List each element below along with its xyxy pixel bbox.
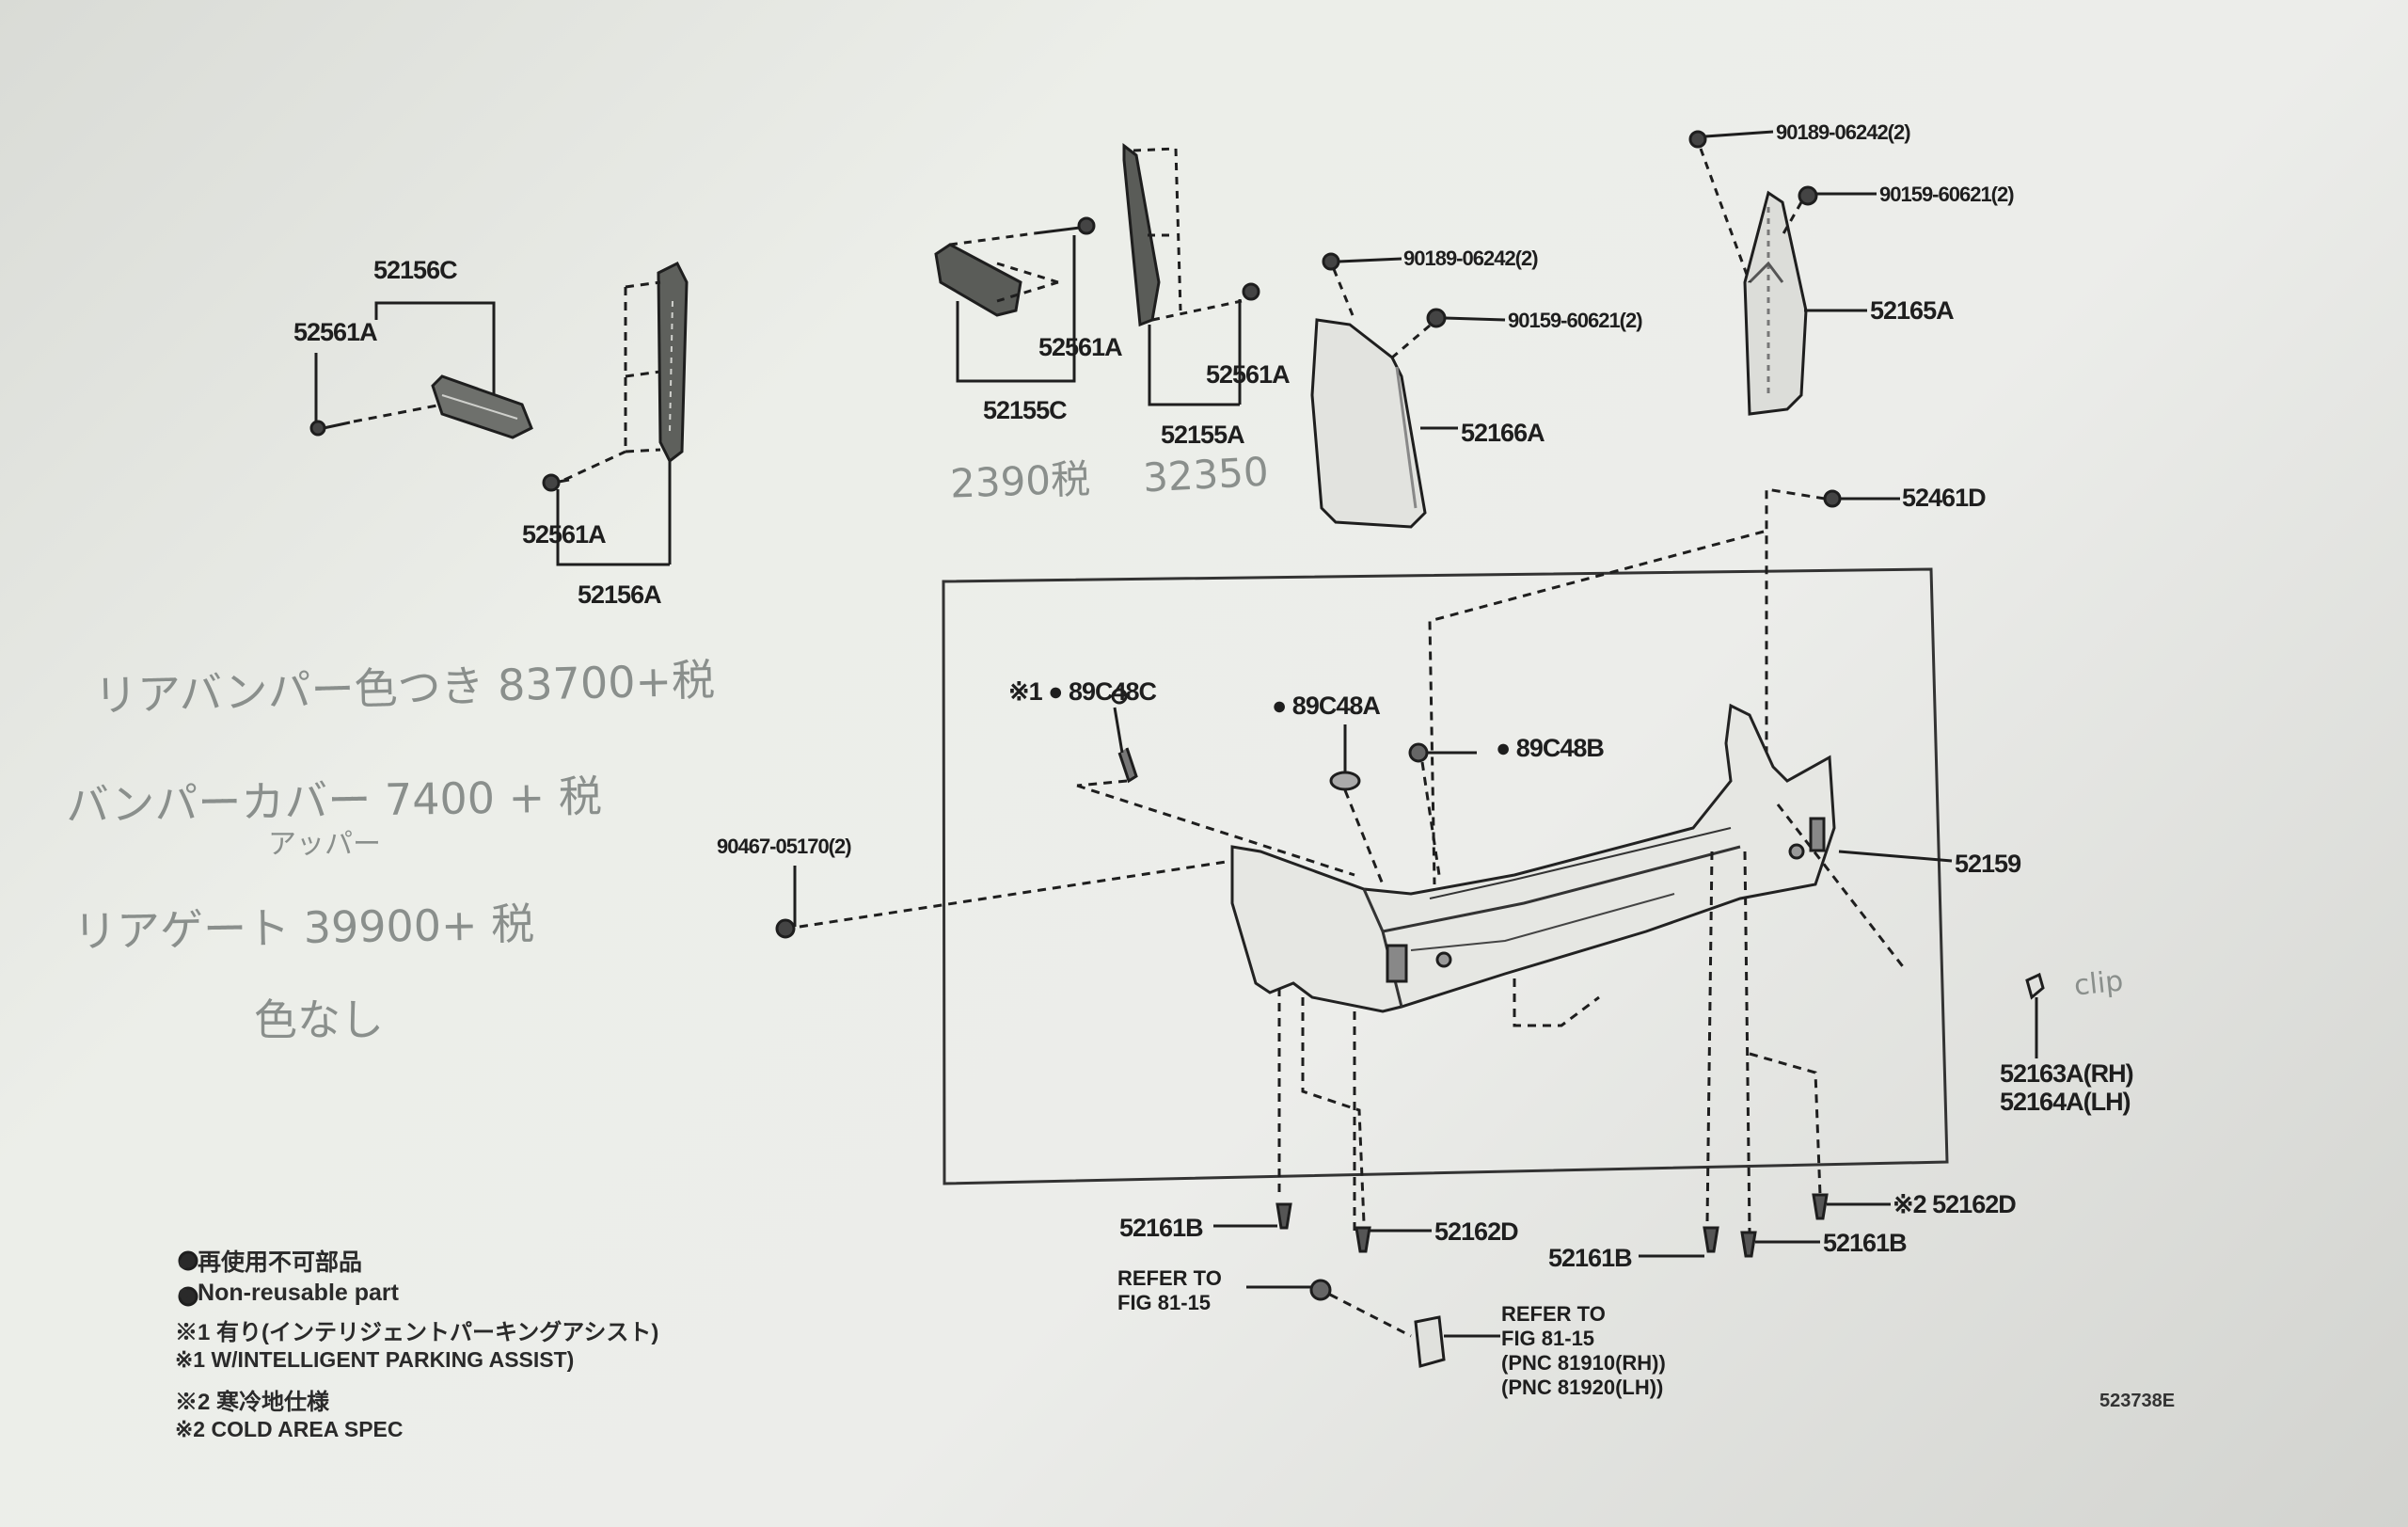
- bracket-52156a-group: [542, 261, 689, 566]
- bottom-fasteners: [1213, 1193, 1891, 1368]
- screw-52561a-icon-3: [1077, 216, 1096, 235]
- label-90189-2: 90189-06242(2): [1776, 120, 1911, 144]
- screw-52161b-icon-3: [1740, 1231, 1757, 1258]
- bracket-52156c-group: [309, 301, 533, 439]
- screw-52162d-icon-2: [1812, 1193, 1829, 1220]
- label-90159-2: 90159-60621(2): [1879, 183, 2015, 206]
- label-52155c: 52155C: [983, 396, 1068, 424]
- legend-bullet-2: [178, 1286, 198, 1307]
- screw-52161b-icon-2: [1703, 1226, 1719, 1253]
- garnish-52166a-part: [1310, 318, 1427, 529]
- label-52561a-2: 52561A: [522, 520, 607, 549]
- clip-refer-icon: [1309, 1279, 1332, 1301]
- legend-bullet-1: [178, 1250, 198, 1271]
- screw-52561a-icon: [309, 420, 326, 437]
- label-52461d: 52461D: [1902, 484, 1987, 512]
- handwritten-price-52155c: 2390税: [949, 455, 1091, 507]
- label-90467: 90467-05170(2): [717, 835, 852, 858]
- label-52162d-2: ※2 52162D: [1893, 1190, 2017, 1218]
- label-52155a: 52155A: [1161, 421, 1245, 449]
- garnish-52166a-group: [1310, 252, 1506, 529]
- screw-90159-icon: [1426, 308, 1447, 328]
- bumper-assembly-frame: [942, 567, 1949, 1185]
- bumper-reflector-left: [1386, 944, 1408, 983]
- screw-52561a-icon-2: [542, 473, 561, 492]
- label-90189-1: 90189-06242(2): [1403, 247, 1539, 270]
- garnish-52165a-group: [1688, 130, 1877, 416]
- refer-to-fig-81-15-reflector: REFER TO FIG 81-15 (PNC 81910(RH)) (PNC …: [1501, 1302, 1666, 1399]
- screw-52162d-icon: [1354, 1226, 1371, 1253]
- clip-90189-icon: [1322, 252, 1340, 271]
- clip-90189-icon-2: [1688, 130, 1707, 149]
- screw-52561a-icon-4: [1242, 282, 1260, 301]
- label-52164a: 52164A(LH): [2000, 1088, 2131, 1116]
- label-52163a: 52163A(RH): [2000, 1059, 2134, 1088]
- label-52161b-2: 52161B: [1548, 1244, 1633, 1272]
- label-52159: 52159: [1955, 850, 2021, 878]
- legend-line-3: ※1 有り(インテリジェントパーキングアシスト): [175, 1320, 659, 1345]
- handwritten-note-2b: アッパー: [268, 828, 381, 861]
- clip-52163a-icon: [2025, 972, 2045, 1000]
- legend-line-6: ※2 COLD AREA SPEC: [175, 1417, 404, 1441]
- handwritten-note-4: 色なし: [254, 994, 384, 1045]
- legend-line-5: ※2 寒冷地仕様: [175, 1390, 330, 1415]
- label-52561a-3: 52561A: [1038, 333, 1123, 361]
- screw-90159-icon-2: [1798, 185, 1818, 206]
- legend-line-2: ● Non-reusable part: [177, 1280, 399, 1306]
- bumper-reflector-right: [1809, 817, 1826, 852]
- clip-89c48a-icon: [1329, 771, 1361, 791]
- legend-line-1: ● 再使用不可部品: [177, 1249, 363, 1276]
- label-52561a: 52561A: [293, 318, 378, 346]
- label-52165a: 52165A: [1870, 296, 1955, 325]
- handwritten-note-3: リアゲート 39900+ 税: [72, 898, 535, 958]
- garnish-52165a-part: [1743, 190, 1808, 416]
- illustration-code: 523738E: [2099, 1391, 2176, 1411]
- label-89c48c: ※1 ● 89C48C: [1008, 677, 1157, 706]
- label-52161b: 52161B: [1119, 1214, 1204, 1242]
- label-52166a: 52166A: [1461, 419, 1545, 447]
- clip-89c48b-icon: [1408, 742, 1429, 763]
- bracket-52155c-part: [934, 243, 1022, 317]
- handwritten-note-clip: clip: [2072, 964, 2125, 1003]
- reflector-81910-part: [1414, 1315, 1446, 1368]
- label-52161b-3: 52161B: [1823, 1229, 1908, 1257]
- refer-to-fig-81-15: REFER TO FIG 81-15: [1117, 1266, 1222, 1314]
- clip-89c48c-icon: [1111, 688, 1128, 705]
- legend-line-4: ※1 W/INTELLIGENT PARKING ASSIST): [175, 1347, 575, 1372]
- clip-52461d-icon: [1823, 489, 1842, 508]
- label-89c48b: ● 89C48B: [1496, 734, 1605, 762]
- handwritten-price-52155a: 32350: [1141, 448, 1270, 501]
- label-52156c: 52156C: [373, 256, 458, 284]
- label-90159-1: 90159-60621(2): [1508, 309, 1643, 332]
- clip-90467-icon: [775, 918, 796, 939]
- bracket-52155a-group: [1122, 142, 1260, 406]
- screw-52161b-icon: [1275, 1202, 1292, 1230]
- bracket-52156a-part: [657, 261, 689, 464]
- label-52156a: 52156A: [578, 581, 662, 609]
- label-89c48a: ● 89C48A: [1272, 692, 1381, 720]
- label-52162d: 52162D: [1434, 1217, 1519, 1246]
- bracket-52155c-group: [934, 216, 1096, 383]
- label-52561a-4: 52561A: [1206, 360, 1291, 389]
